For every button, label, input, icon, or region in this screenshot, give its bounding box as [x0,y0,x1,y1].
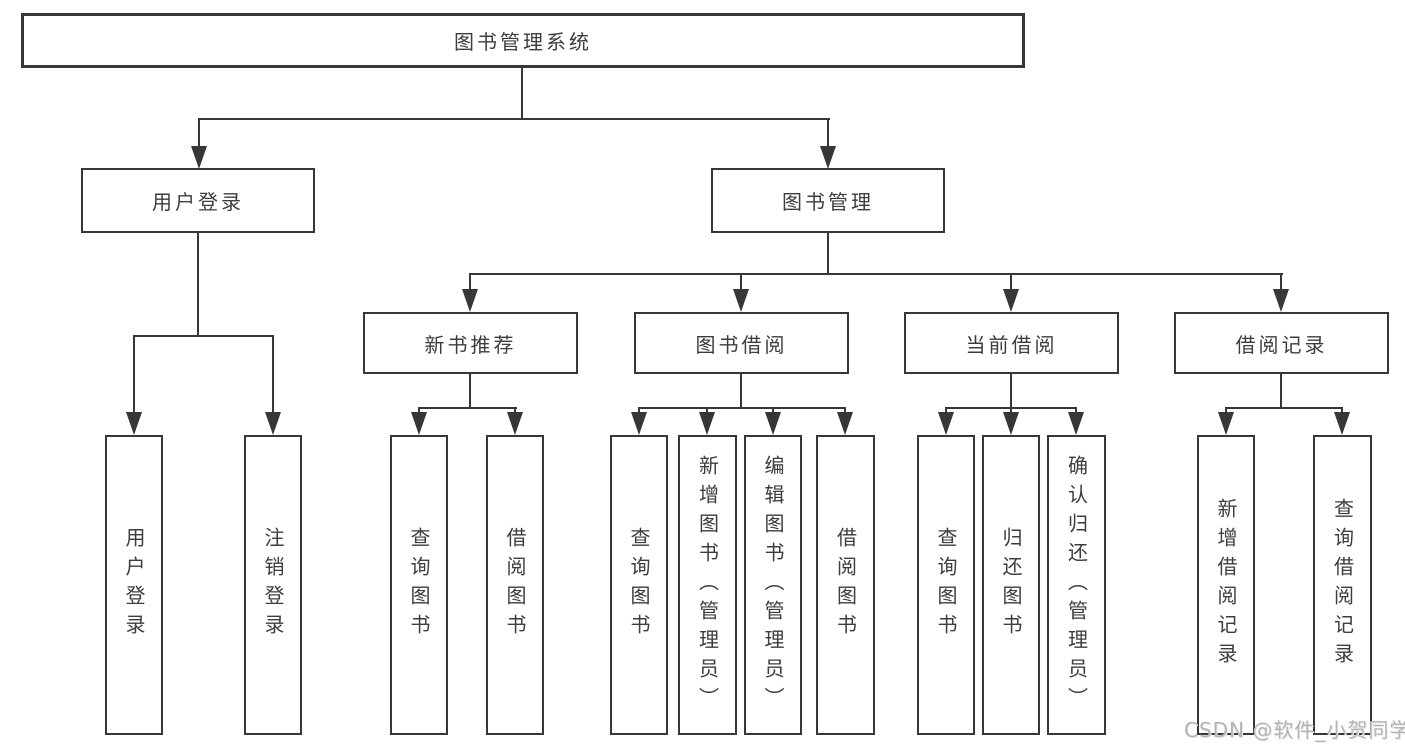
leaf-borrow-books: 借阅图书 [816,435,875,735]
arrow-down-icon [191,146,207,169]
leaf-return-books-label: 归还图书 [999,527,1023,643]
arrow-down-icon [265,412,281,435]
leaf-confirm-return-admin: 确认归还（管理员） [1047,435,1106,735]
connector-recommend-stem [469,374,471,407]
node-borrowing-records: 借阅记录 [1174,312,1389,374]
connector-drop [418,407,420,415]
arrow-down-icon [820,146,836,169]
connector-root-rail [198,118,830,120]
node-user-login-label: 用户登录 [152,190,244,214]
leaf-add-books-admin-label: 新增图书（管理员） [695,454,720,716]
arrow-down-icon [1334,412,1350,435]
connector-login-rail [133,335,274,337]
connector-records-rail [1225,407,1343,409]
arrow-down-icon [631,412,647,435]
connector-drop-records [1280,273,1282,293]
leaf-query-books-recommend-label: 查询图书 [407,527,431,643]
arrow-down-icon [733,289,749,312]
leaf-borrow-books-recommend: 借阅图书 [486,435,544,735]
connector-drop [1341,407,1343,415]
node-current-borrowing-label: 当前借阅 [965,332,1058,357]
leaf-edit-books-admin: 编辑图书（管理员） [744,435,802,735]
node-book-borrowing-label: 图书借阅 [695,332,788,357]
leaf-query-borrow-record-label: 查询借阅记录 [1330,498,1355,672]
arrow-down-icon [837,412,853,435]
connector-drop [844,407,846,415]
arrow-down-icon [938,412,954,435]
connector-login-stem [197,233,199,335]
connector-drop-current [1010,273,1012,293]
arrow-down-icon [1068,412,1084,435]
leaf-add-borrow-record: 新增借阅记录 [1197,435,1255,735]
leaf-query-books-recommend: 查询图书 [390,435,448,735]
csdn-watermark: CSDN @软件_小贺同学 [1184,718,1405,742]
arrow-down-icon [462,289,478,312]
connector-drop [1075,407,1077,415]
arrow-down-icon [699,412,715,435]
connector-drop [638,407,640,415]
node-library-system-label: 图书管理系统 [454,30,592,54]
arrow-down-icon [1003,289,1019,312]
leaf-edit-books-admin-label: 编辑图书（管理员） [761,454,785,716]
leaf-confirm-return-admin-label: 确认归还（管理员） [1064,454,1089,716]
leaf-user-login-label: 用户登录 [122,527,146,643]
connector-drop [945,407,947,415]
connector-drop [514,407,516,415]
connector-drop [706,407,708,415]
connector-drop [1010,407,1012,415]
arrow-down-icon [126,412,142,435]
leaf-add-borrow-record-label: 新增借阅记录 [1214,498,1238,672]
connector-borrow-stem [740,374,742,407]
node-user-login: 用户登录 [81,168,315,233]
connector-borrow-rail [638,407,846,409]
connector-drop [1225,407,1227,415]
leaf-add-books-admin: 新增图书（管理员） [678,435,737,735]
leaf-borrow-books-recommend-label: 借阅图书 [503,527,527,643]
connector-drop-login-leaf2 [272,335,274,415]
arrow-down-icon [411,412,427,435]
connector-drop-borrow [740,273,742,293]
connector-drop-login-leaf1 [133,335,135,415]
leaf-query-borrow-record: 查询借阅记录 [1313,435,1372,735]
connector-bookmgmt-stem [827,233,829,273]
leaf-return-books: 归还图书 [982,435,1040,735]
leaf-query-books-borrow-label: 查询图书 [627,527,651,643]
node-library-system: 图书管理系统 [21,13,1025,68]
connector-drop [772,407,774,415]
connector-recommend-rail [418,407,517,409]
leaf-logout-label: 注销登录 [261,527,285,643]
connector-bookmgmt-rail [469,273,1283,275]
connector-drop-bookmgmt [827,118,829,150]
leaf-logout: 注销登录 [244,435,302,735]
node-new-book-recommend-label: 新书推荐 [424,332,517,357]
connector-records-stem [1280,374,1282,407]
node-book-management-label: 图书管理 [782,190,874,214]
connector-drop-recommend [469,273,471,293]
arrow-down-icon [507,412,523,435]
node-new-book-recommend: 新书推荐 [363,312,578,374]
node-borrowing-records-label: 借阅记录 [1235,332,1328,357]
node-current-borrowing: 当前借阅 [904,312,1119,374]
arrow-down-icon [1003,412,1019,435]
leaf-borrow-books-label: 借阅图书 [833,527,858,643]
connector-drop-login [198,118,200,150]
leaf-query-books-current-label: 查询图书 [934,527,958,643]
leaf-query-books-current: 查询图书 [917,435,975,735]
connector-current-stem [1010,374,1012,407]
arrow-down-icon [1218,412,1234,435]
arrow-down-icon [1273,289,1289,312]
leaf-query-books-borrow: 查询图书 [610,435,668,735]
leaf-user-login: 用户登录 [105,435,163,735]
node-book-management: 图书管理 [711,168,945,233]
arrow-down-icon [765,412,781,435]
connector-root-stem [521,68,523,120]
node-book-borrowing: 图书借阅 [634,312,849,374]
